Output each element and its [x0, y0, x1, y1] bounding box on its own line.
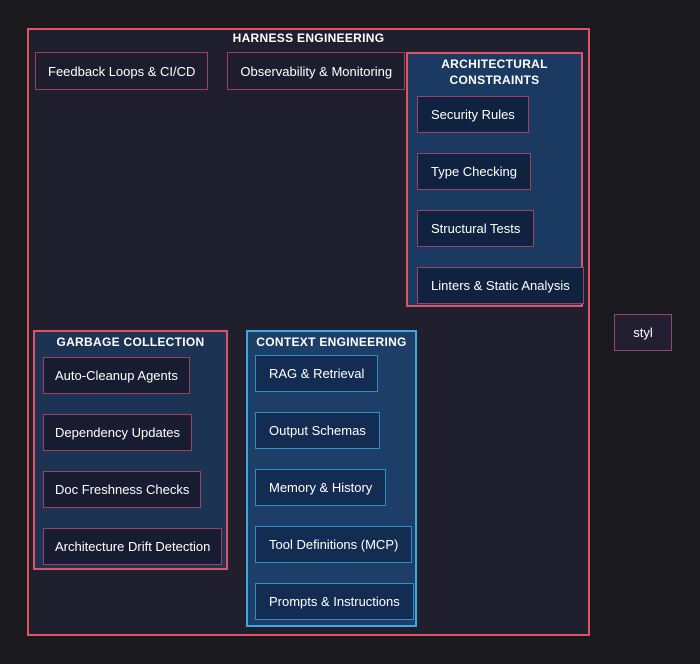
harness-engineering-title: HARNESS ENGINEERING — [232, 31, 385, 45]
diagram-node: Doc Freshness Checks — [43, 471, 202, 508]
diagram-node: Linters & Static Analysis — [417, 267, 584, 304]
diagram-node: Tool Definitions (MCP) — [255, 526, 413, 563]
diagram-node: Security Rules — [417, 96, 529, 133]
diagram-node: Feedback Loops & CI/CD — [35, 52, 209, 90]
diagram-node: Memory & History — [255, 469, 387, 506]
diagram-node: Structural Tests — [417, 210, 535, 247]
truncated-style-node: styl — [614, 314, 672, 351]
diagram-node: Dependency Updates — [43, 414, 193, 451]
diagram-node: Auto-Cleanup Agents — [43, 357, 190, 394]
diagram-node: RAG & Retrieval — [255, 355, 379, 392]
architectural-title-line1: ARCHITECTURAL — [441, 57, 548, 71]
diagram-node: Observability & Monitoring — [227, 52, 406, 90]
garbage-nodes-list: Auto-Cleanup Agents Dependency Updates D… — [43, 357, 223, 565]
garbage-collection-title: GARBAGE COLLECTION — [56, 335, 205, 349]
diagram-node: Output Schemas — [255, 412, 380, 449]
context-nodes-list: RAG & Retrieval Output Schemas Memory & … — [255, 355, 414, 620]
diagram-node: Architecture Drift Detection — [43, 528, 223, 565]
architectural-constraints-group: ARCHITECTURAL CONSTRAINTS Security Rules… — [406, 52, 584, 307]
architectural-title-line2: CONSTRAINTS — [449, 73, 540, 87]
harness-engineering-group: HARNESS ENGINEERING Feedback Loops & CI/… — [27, 28, 590, 636]
diagram-node: Type Checking — [417, 153, 531, 190]
context-engineering-group: CONTEXT ENGINEERING RAG & Retrieval Outp… — [246, 330, 417, 627]
context-engineering-title: CONTEXT ENGINEERING — [256, 335, 407, 349]
top-nodes-list: Feedback Loops & CI/CD Observability & M… — [35, 52, 406, 90]
architectural-nodes-list: Security Rules Type Checking Structural … — [417, 96, 584, 304]
garbage-collection-group: GARBAGE COLLECTION Auto-Cleanup Agents D… — [33, 330, 228, 570]
architectural-constraints-title: ARCHITECTURAL CONSTRAINTS — [408, 54, 581, 88]
diagram-node: Prompts & Instructions — [255, 583, 414, 620]
